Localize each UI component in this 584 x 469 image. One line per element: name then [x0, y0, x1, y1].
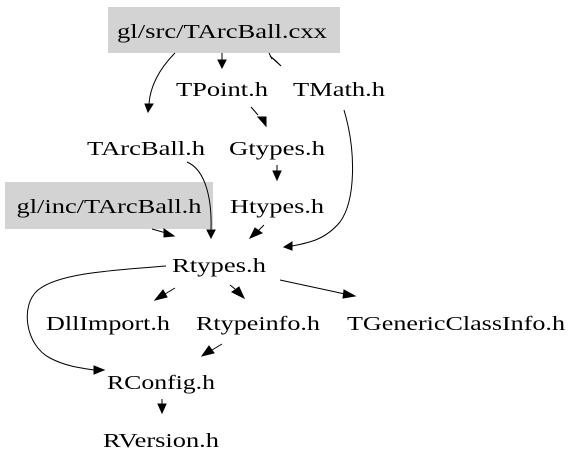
node-rtypes-h[interactable]: Rtypes.h	[172, 255, 266, 277]
edge-tpoint-to-gtypes-arrowhead	[256, 116, 267, 128]
edge-tarcball-h-to-rtypes	[186, 161, 212, 231]
edge-htypes-to-rtypes-arrowhead	[248, 227, 264, 239]
node-rtypeinfo-h[interactable]: Rtypeinfo.h	[196, 313, 320, 335]
edge-tarcball-cxx-to-tmath-arrowhead	[269, 55, 282, 67]
edge-rtypes-to-rtypeinfo-arrowhead	[231, 286, 246, 300]
edge-tarcball-h-to-rtypes-arrowhead	[206, 229, 216, 240]
edge-gtypes-to-htypes-arrowhead	[272, 170, 282, 182]
edge-rtypes-to-dllimport-arrowhead	[153, 289, 168, 301]
edge-tarcball-cxx-to-tpoint-arrowhead	[217, 59, 227, 70]
edges	[26, 52, 357, 415]
edge-rtypes-to-tgenericclassinfo-arrowhead	[342, 289, 357, 299]
node-box-gl-src-tarcball-cxx	[108, 7, 340, 53]
edge-tmath-to-rtypes	[291, 109, 354, 247]
edge-rconfig-to-rversion-arrowhead	[157, 403, 167, 415]
edge-tpoint-to-gtypes	[250, 106, 259, 116]
edge-rtypeinfo-to-rconfig-arrowhead	[200, 345, 215, 357]
edge-rtypes-to-rconfig	[26, 265, 167, 371]
node-tgenericclassinfo-h[interactable]: TGenericClassInfo.h	[347, 313, 565, 335]
node-box-gl-inc-tarcball-h	[5, 182, 213, 229]
edge-rtypes-to-rtypeinfo	[229, 284, 236, 290]
node-tpoint-h[interactable]: TPoint.h	[176, 79, 268, 101]
edge-tarcball-cxx-to-tarcball-h-arrowhead	[144, 103, 154, 114]
edge-rtypes-to-rconfig-arrowhead	[93, 365, 106, 375]
node-htypes-h[interactable]: Htypes.h	[230, 196, 324, 218]
edge-inc-tarcball-to-rtypes-arrowhead	[163, 228, 176, 238]
edge-rtypes-to-dllimport	[164, 287, 176, 295]
edge-rtypeinfo-to-rconfig	[211, 343, 223, 351]
edge-htypes-to-rtypes	[257, 224, 265, 232]
node-gl-inc-tarcball-h[interactable]: gl/inc/TArcBall.h	[17, 196, 202, 218]
node-gtypes-h[interactable]: Gtypes.h	[229, 138, 325, 160]
node-gl-src-tarcball-cxx[interactable]: gl/src/TArcBall.cxx	[117, 21, 327, 43]
node-tmath-h[interactable]: TMath.h	[293, 79, 385, 101]
node-rversion-h[interactable]: RVersion.h	[103, 430, 219, 452]
node-tarcball-h[interactable]: TArcBall.h	[87, 138, 205, 160]
node-rconfig-h[interactable]: RConfig.h	[107, 372, 215, 394]
edge-tmath-to-rtypes-arrowhead	[282, 241, 293, 251]
node-dllimport-h[interactable]: DllImport.h	[46, 313, 170, 335]
node-labels: gl/src/TArcBall.cxx TPoint.h TMath.h TAr…	[17, 21, 566, 452]
edge-tarcball-cxx-to-tarcball-h	[148, 52, 176, 105]
edge-rtypes-to-tgenericclassinfo	[279, 279, 346, 295]
